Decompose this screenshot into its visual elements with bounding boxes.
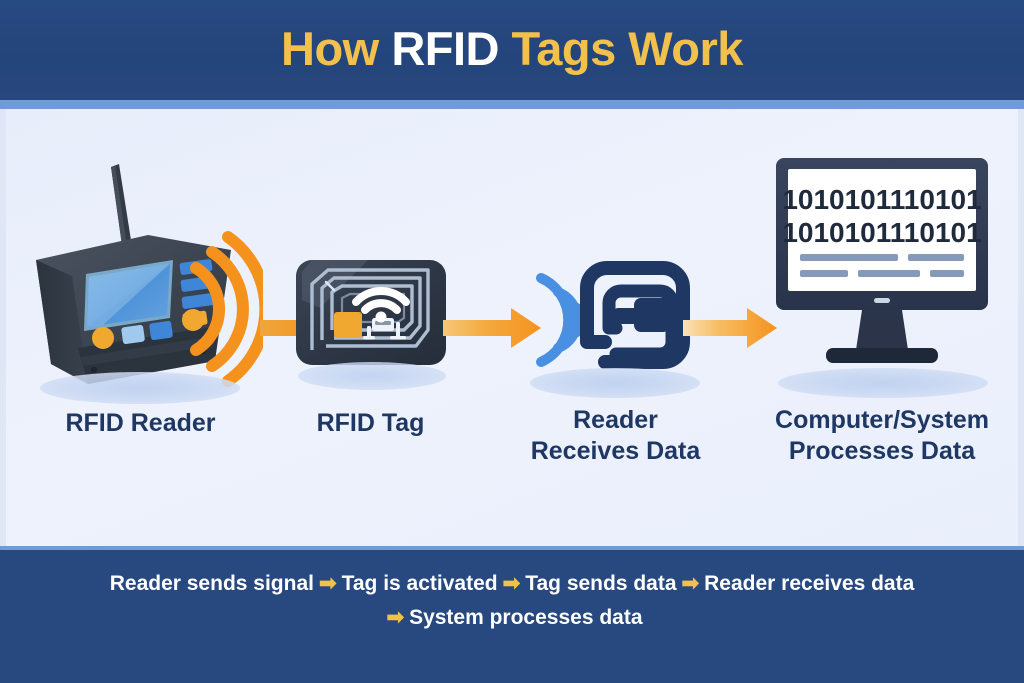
footer-banner [0,546,1024,683]
flow-arrow-2 [443,305,543,356]
stage-label-rfid-reader: RFID Reader [18,408,263,439]
footer-steps-line-1: Reader sends signal➡Tag is activated➡Tag… [0,571,1024,596]
stage-label-line2: Processes Data [788,437,976,465]
title-part-2: Tags Work [498,22,744,75]
stage-label-line1: Reader [573,406,658,434]
canvas-left-edge [0,109,6,546]
footer-steps-line-2: ➡System processes data [0,605,1024,630]
footer-arrow-icon-4: ➡ [386,606,405,629]
stage-label-reader-receives: Reader Receives Data [508,405,723,467]
monitor-binary-line-1: 1010101110101 [782,184,981,215]
title-part-1: How [281,22,392,75]
nfc-ground-shadow [530,368,700,398]
stage-label-line1: RFID Reader [65,409,216,437]
monitor-ground-shadow [778,368,988,398]
header-divider-rule [0,100,1024,109]
nfc-illustration [536,261,690,369]
rfid-tag-icon [268,150,473,400]
footer-step-1: Reader sends signal [109,572,314,595]
footer-arrow-icon-3: ➡ [681,572,700,595]
stage-label-line1: RFID Tag [316,409,425,437]
tag-ground-shadow [298,362,446,390]
stage-label-line2: Receives Data [530,437,701,465]
footer-step-5: System processes data [409,606,643,629]
tag-illustration [296,260,446,365]
nfc-antenna-icon [508,150,723,400]
stage-rfid-tag: RFID Tag [268,150,473,510]
footer-arrow-icon-2: ➡ [502,572,521,595]
footer-divider-rule [0,546,1024,550]
stage-computer-system: 1010101110101 1010101110101 Computer/Sys… [758,150,1006,510]
page-title: How RFID Tags Work [0,21,1024,76]
arrow-3-icon [683,308,777,348]
stage-label-rfid-tag: RFID Tag [268,408,473,439]
computer-monitor-icon: 1010101110101 1010101110101 [758,150,1006,400]
footer-step-4: Reader receives data [704,572,915,595]
stage-reader-receives: Reader Receives Data [508,150,723,510]
arrow-2-icon [443,308,541,348]
stage-label-line1: Computer/System [775,406,989,434]
stage-rfid-reader: RFID Reader [18,150,272,510]
header-banner [0,0,1024,100]
reader-ground-shadow [40,372,240,404]
title-highlight-rfid: RFID [391,22,499,75]
footer-arrow-icon-1: ➡ [318,572,337,595]
footer-step-3: Tag sends data [525,572,677,595]
reader-illustration [36,164,272,387]
rfid-reader-icon [18,150,272,404]
stage-label-computer-system: Computer/System Processes Data [758,405,1006,467]
footer-step-2: Tag is activated [341,572,498,595]
canvas-right-edge [1018,109,1024,546]
monitor-binary-line-2: 1010101110101 [782,217,981,248]
flow-arrow-3 [683,305,779,356]
monitor-illustration: 1010101110101 1010101110101 [776,158,988,363]
